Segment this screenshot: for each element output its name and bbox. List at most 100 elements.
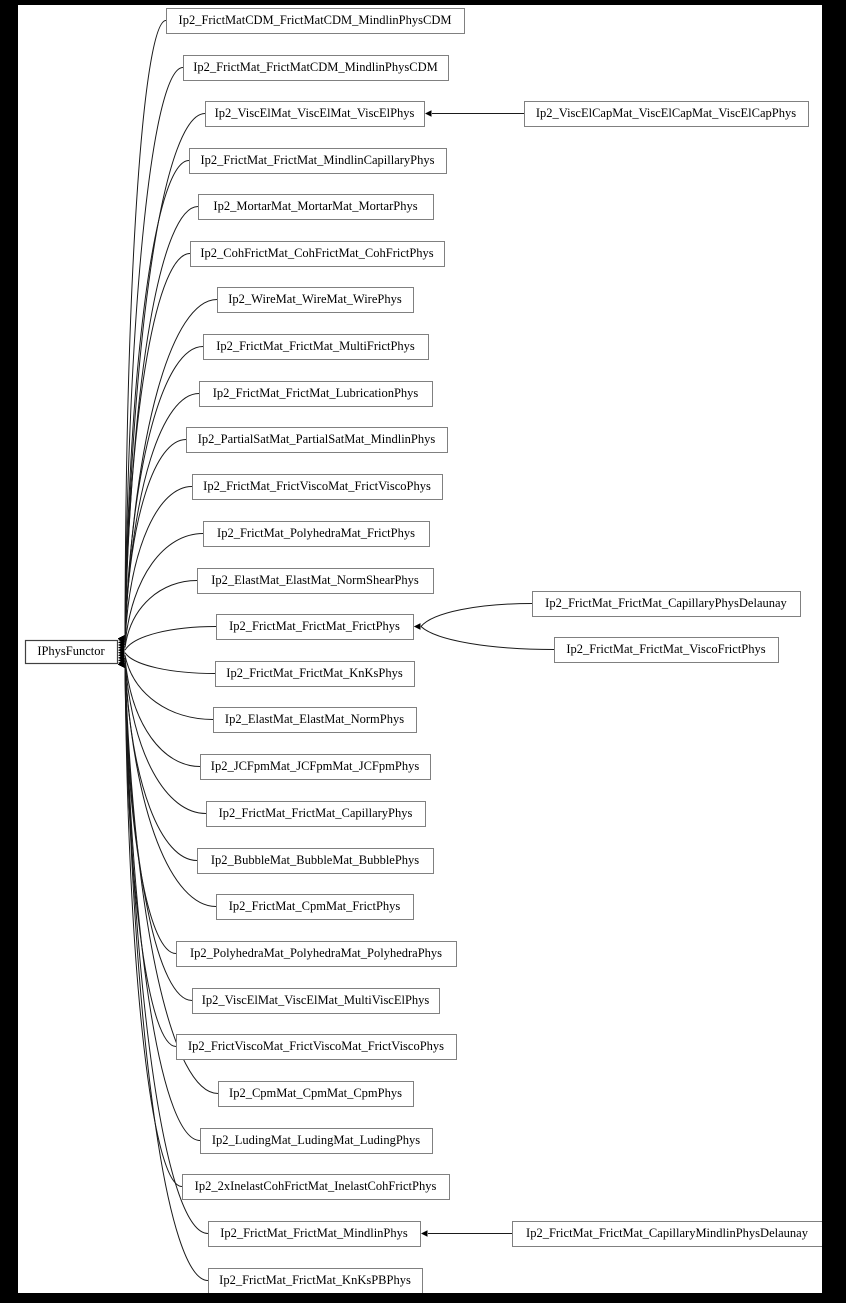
node-rect [216, 894, 414, 920]
node-label: Ip2_FrictMat_FrictMat_MultiFrictPhys [216, 339, 415, 353]
inheritance-edge [124, 664, 209, 1281]
inheritance-edge [124, 664, 183, 1187]
node-rect [217, 287, 414, 313]
inheritance-edge [420, 626, 555, 650]
node-label: Ip2_FrictMat_FrictMat_MindlinCapillaryPh… [200, 153, 434, 167]
node-label: Ip2_ElastMat_ElastMat_NormShearPhys [211, 573, 419, 587]
node-rect [183, 55, 449, 81]
node-rect [208, 1221, 421, 1247]
node-label: Ip2_FrictMat_FrictMat_ViscoFrictPhys [566, 642, 765, 656]
edge-arrowhead [425, 110, 432, 117]
root-node[interactable]: IPhysFunctor [24, 639, 119, 665]
class-node[interactable]: Ip2_BubbleMat_BubbleMat_BubblePhys [197, 848, 434, 874]
class-node[interactable]: Ip2_FrictMat_FrictMat_CapillaryMindlinPh… [512, 1221, 823, 1247]
class-node[interactable]: Ip2_FrictMat_FrictMatCDM_MindlinPhysCDM [183, 55, 449, 81]
node-label: Ip2_FrictMat_FrictMat_CapillaryPhys [219, 806, 413, 820]
inheritance-edge [124, 20, 167, 639]
node-label: IPhysFunctor [37, 644, 105, 658]
node-rect [206, 801, 426, 827]
node-rect [216, 614, 414, 640]
class-node[interactable]: Ip2_CohFrictMat_CohFrictMat_CohFrictPhys [190, 241, 445, 267]
inheritance-edge [124, 67, 184, 639]
node-label: Ip2_FrictMat_FrictMat_LubricationPhys [213, 386, 419, 400]
nodes-layer: IPhysFunctor Ip2_FrictMatCDM_FrictMatCDM_… [24, 8, 823, 1294]
node-label: Ip2_FrictMat_FrictMat_KnKsPhys [226, 666, 403, 680]
node-rect [198, 194, 434, 220]
node-rect [199, 381, 433, 407]
node-label: Ip2_CpmMat_CpmMat_CpmPhys [229, 1086, 402, 1100]
inheritance-edge [124, 113, 206, 639]
node-label: Ip2_ElastMat_ElastMat_NormPhys [225, 712, 404, 726]
class-node[interactable]: Ip2_PartialSatMat_PartialSatMat_MindlinP… [186, 427, 448, 453]
node-label: Ip2_CohFrictMat_CohFrictMat_CohFrictPhys [200, 246, 433, 260]
node-label: Ip2_FrictViscoMat_FrictViscoMat_FrictVis… [188, 1039, 444, 1053]
class-node[interactable]: Ip2_FrictMat_FrictMat_KnKsPhys [215, 661, 415, 687]
node-label: Ip2_ViscElMat_ViscElMat_MultiViscElPhys [202, 993, 430, 1007]
inheritance-edge [124, 486, 193, 643]
inheritance-edge [124, 664, 219, 1094]
node-rect [512, 1221, 822, 1247]
node-rect [215, 661, 415, 687]
node-label: Ip2_PolyhedraMat_PolyhedraMat_PolyhedraP… [190, 946, 442, 960]
node-label: Ip2_FrictMat_CpmMat_FrictPhys [229, 899, 401, 913]
inheritance-edge [124, 660, 207, 814]
node-label: Ip2_FrictMatCDM_FrictMatCDM_MindlinPhysC… [179, 13, 452, 27]
node-label: Ip2_FrictMat_FrictViscoMat_FrictViscoPhy… [203, 479, 431, 493]
node-rect [203, 334, 429, 360]
class-node[interactable]: Ip2_FrictMat_FrictMat_KnKsPBPhys [208, 1268, 423, 1294]
class-node[interactable]: Ip2_WireMat_WireMat_WirePhys [217, 287, 414, 313]
class-node[interactable]: Ip2_ViscElMat_ViscElMat_ViscElPhys [205, 101, 425, 127]
class-node[interactable]: Ip2_FrictMat_FrictViscoMat_FrictViscoPhy… [192, 474, 443, 500]
class-node[interactable]: Ip2_ViscElCapMat_ViscElCapMat_ViscElCapP… [524, 101, 809, 127]
inheritance-edge [124, 664, 209, 1234]
edge-arrowhead [414, 623, 421, 630]
class-node[interactable]: Ip2_FrictMat_FrictMat_ViscoFrictPhys [554, 637, 779, 663]
class-node[interactable]: Ip2_FrictMat_FrictMat_CapillaryPhys [206, 801, 426, 827]
class-node[interactable]: Ip2_2xInelastCohFrictMat_InelastCohFrict… [182, 1174, 450, 1200]
class-node[interactable]: Ip2_MortarMat_MortarMat_MortarPhys [198, 194, 434, 220]
edges-layer [118, 20, 555, 1281]
class-node[interactable]: Ip2_FrictMat_CpmMat_FrictPhys [216, 894, 414, 920]
class-node[interactable]: Ip2_FrictMat_FrictMat_LubricationPhys [199, 381, 433, 407]
node-rect [200, 754, 431, 780]
diagram-frame: IPhysFunctor Ip2_FrictMatCDM_FrictMatCDM_… [18, 5, 822, 1293]
class-node[interactable]: Ip2_ViscElMat_ViscElMat_MultiViscElPhys [192, 988, 440, 1014]
node-rect [197, 848, 434, 874]
class-node[interactable]: Ip2_ElastMat_ElastMat_NormPhys [213, 707, 417, 733]
inheritance-edge [124, 206, 199, 639]
inheritance-edge [124, 652, 216, 674]
class-node[interactable]: Ip2_FrictMat_FrictMat_FrictPhys [216, 614, 414, 640]
class-node[interactable]: Ip2_CpmMat_CpmMat_CpmPhys [218, 1081, 414, 1107]
inheritance-edge [124, 580, 198, 648]
node-rect [190, 241, 445, 267]
class-node[interactable]: Ip2_FrictMat_FrictMat_CapillaryPhysDelau… [532, 591, 801, 617]
inheritance-edge [124, 655, 214, 720]
edge-arrowhead [118, 661, 125, 668]
inheritance-edge [124, 626, 217, 651]
class-node[interactable]: Ip2_PolyhedraMat_PolyhedraMat_PolyhedraP… [176, 941, 457, 967]
class-node[interactable]: Ip2_FrictMat_FrictMat_MultiFrictPhys [203, 334, 429, 360]
node-label: Ip2_FrictMat_FrictMat_MindlinPhys [220, 1226, 408, 1240]
class-node[interactable]: Ip2_LudingMat_LudingMat_LudingPhys [200, 1128, 433, 1154]
class-node[interactable]: Ip2_FrictMat_PolyhedraMat_FrictPhys [203, 521, 430, 547]
class-node[interactable]: Ip2_JCFpmMat_JCFpmMat_JCFpmPhys [200, 754, 431, 780]
inheritance-edge [124, 439, 187, 640]
class-node[interactable]: Ip2_FrictViscoMat_FrictViscoMat_FrictVis… [176, 1034, 457, 1060]
node-label: Ip2_BubbleMat_BubbleMat_BubblePhys [211, 853, 419, 867]
class-node[interactable]: Ip2_ElastMat_ElastMat_NormShearPhys [197, 568, 434, 594]
inheritance-edge [124, 657, 201, 767]
node-rect [192, 988, 440, 1014]
node-label: Ip2_ViscElMat_ViscElMat_ViscElPhys [215, 106, 415, 120]
class-node[interactable]: Ip2_FrictMat_FrictMat_MindlinCapillaryPh… [189, 148, 447, 174]
node-rect [200, 1128, 433, 1154]
inheritance-edge [124, 664, 217, 907]
node-rect [213, 707, 417, 733]
node-label: Ip2_LudingMat_LudingMat_LudingPhys [212, 1133, 420, 1147]
node-rect [532, 591, 801, 617]
class-node[interactable]: Ip2_FrictMat_FrictMat_MindlinPhys [208, 1221, 421, 1247]
node-label: Ip2_FrictMat_FrictMatCDM_MindlinPhysCDM [193, 60, 437, 74]
edge-arrowhead [421, 1230, 428, 1237]
node-rect [176, 941, 457, 967]
node-label: Ip2_FrictMat_PolyhedraMat_FrictPhys [217, 526, 415, 540]
class-node[interactable]: Ip2_FrictMatCDM_FrictMatCDM_MindlinPhysC… [166, 8, 465, 34]
